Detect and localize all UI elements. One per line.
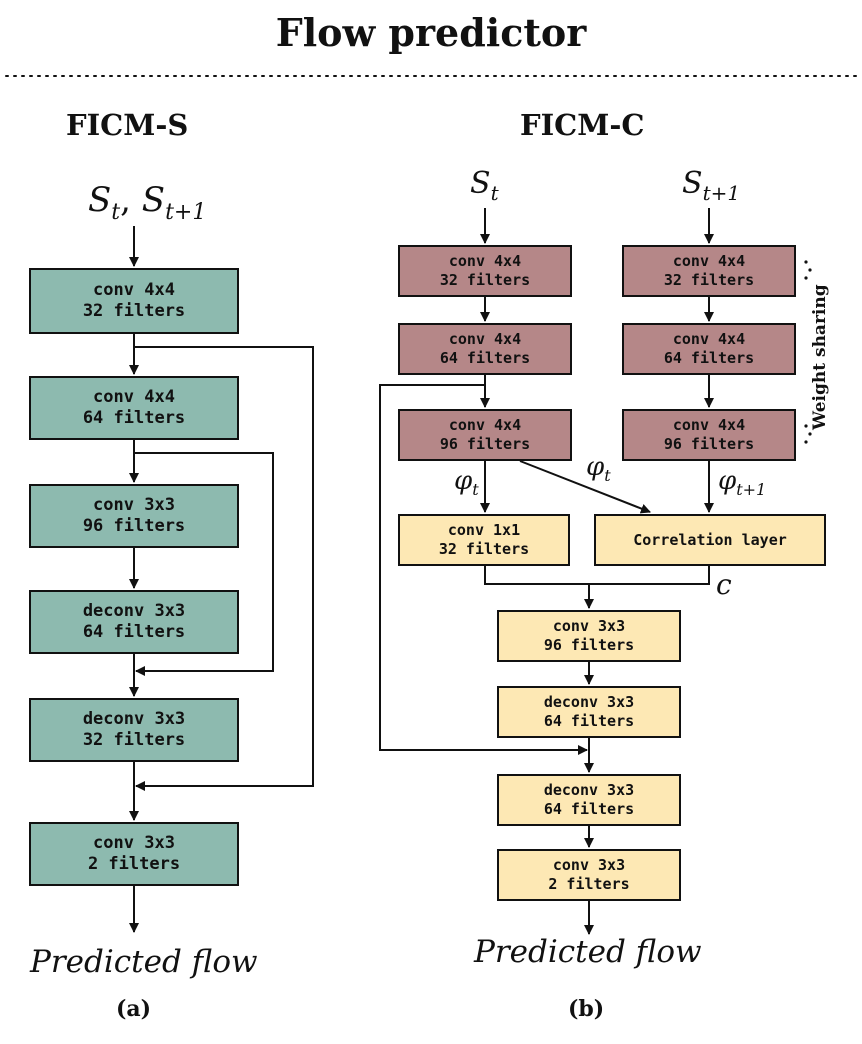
c-right-conv2-type: conv 4x4 (672, 330, 746, 349)
phi-mid-symbol: φ (586, 452, 605, 482)
c-left-conv1-type: conv 4x4 (448, 252, 522, 271)
c-dec-conv-out-type: conv 3x3 (552, 856, 626, 875)
phi-left-symbol: φ (454, 466, 473, 496)
c-dec-conv1-type: conv 3x3 (552, 617, 626, 636)
phi-mid-subscript: t (604, 466, 611, 486)
c-left-conv2-type: conv 4x4 (448, 330, 522, 349)
concat-right (589, 566, 710, 585)
c-right-conv2-filters: 64 filters (663, 349, 755, 367)
s-layer-deconv1: deconv 3x3 64 filters (29, 590, 239, 654)
phi-right-label: φt+1 (718, 466, 766, 499)
c-left-conv1-filters: 32 filters (439, 271, 531, 289)
s-layer-deconv1-filters: 64 filters (82, 622, 186, 642)
s-layer-conv-out: conv 3x3 2 filters (29, 822, 239, 886)
input-s-t1: S (141, 180, 166, 220)
phi-right-subscript: t+1 (736, 480, 767, 500)
skip-conv2-to-deconv2 (134, 452, 274, 676)
s-layer-conv3-type: conv 3x3 (93, 494, 175, 515)
c-right-conv2: conv 4x4 64 filters (622, 323, 796, 375)
panel-b-input-right: St+1 (682, 166, 740, 205)
c-dec-conv1-filters: 96 filters (543, 636, 635, 654)
c-left-conv3-filters: 96 filters (439, 435, 531, 453)
c-right-conv3: conv 4x4 96 filters (622, 409, 796, 461)
panel-a-heading: FICM-S (66, 108, 189, 142)
concat-label: c (716, 568, 732, 601)
phi-left-subscript: t (472, 480, 479, 500)
c-conv1x1-filters: 32 filters (438, 540, 530, 558)
s-layer-conv2-type: conv 4x4 (93, 386, 175, 407)
c-right-conv1: conv 4x4 32 filters (622, 245, 796, 297)
c-dec-conv-out-filters: 2 filters (548, 875, 630, 893)
c-dec-deconv2-type: deconv 3x3 (543, 781, 635, 800)
c-left-conv1: conv 4x4 32 filters (398, 245, 572, 297)
c-dec-deconv1: deconv 3x3 64 filters (497, 686, 681, 738)
c-conv1x1-type: conv 1x1 (447, 521, 521, 540)
phi-right-symbol: φ (718, 466, 737, 496)
phi-mid-label: φt (586, 452, 611, 485)
input-s-t1-subscript: t+1 (165, 199, 207, 225)
s-layer-conv3: conv 3x3 96 filters (29, 484, 239, 548)
c-dec-deconv1-filters: 64 filters (543, 712, 635, 730)
panel-b-input-left: St (470, 166, 499, 205)
input-left-subscript: t (490, 181, 499, 205)
s-layer-conv1-type: conv 4x4 (93, 279, 175, 300)
weight-sharing-dot-3 (804, 276, 808, 280)
c-right-conv1-type: conv 4x4 (672, 252, 746, 271)
s-layer-conv3-filters: 96 filters (82, 516, 186, 536)
weight-sharing-dot-4 (804, 424, 808, 428)
c-dec-deconv1-type: deconv 3x3 (543, 693, 635, 712)
skip-left-conv2-to-decoder (379, 384, 588, 755)
s-layer-deconv1-type: deconv 3x3 (82, 600, 186, 621)
input-separator: , (120, 180, 142, 220)
c-left-conv2: conv 4x4 64 filters (398, 323, 572, 375)
input-right-s: S (682, 166, 703, 201)
s-layer-deconv2: deconv 3x3 32 filters (29, 698, 239, 762)
c-right-conv3-filters: 96 filters (663, 435, 755, 453)
input-left-s: S (470, 166, 491, 201)
input-s-t: S (88, 180, 112, 220)
panel-b-caption: (b) (568, 996, 605, 1022)
weight-sharing-dot-1 (804, 260, 808, 264)
weight-sharing-dot-6 (804, 440, 808, 444)
panel-b-heading: FICM-C (520, 108, 645, 142)
page-title: Flow predictor (275, 10, 587, 55)
c-dec-deconv2: deconv 3x3 64 filters (497, 774, 681, 826)
c-dec-deconv2-filters: 64 filters (543, 800, 635, 818)
skip-conv1-to-out (134, 346, 314, 791)
s-layer-conv2-filters: 64 filters (82, 408, 186, 428)
c-right-conv3-type: conv 4x4 (672, 416, 746, 435)
input-right-subscript: t+1 (702, 181, 741, 205)
input-s-t-subscript: t (111, 199, 121, 225)
panel-a-output: Predicted flow (30, 944, 258, 980)
correlation-layer-label: Correlation layer (633, 530, 787, 549)
s-layer-conv-out-filters: 2 filters (87, 854, 181, 874)
panel-b-output: Predicted flow (474, 934, 702, 970)
s-layer-deconv2-filters: 32 filters (82, 730, 186, 750)
s-layer-conv1: conv 4x4 32 filters (29, 268, 239, 334)
s-layer-conv-out-type: conv 3x3 (93, 832, 175, 853)
c-dec-conv1: conv 3x3 96 filters (497, 610, 681, 662)
panel-a-caption: (a) (116, 996, 152, 1022)
correlation-layer: Correlation layer (594, 514, 826, 566)
phi-left-label: φt (454, 466, 479, 499)
s-layer-conv1-filters: 32 filters (82, 301, 186, 321)
arrow-left-conv3-to-correlation (519, 460, 651, 514)
c-left-conv2-filters: 64 filters (439, 349, 531, 367)
c-conv1x1: conv 1x1 32 filters (398, 514, 570, 566)
panel-a-input: St, St+1 (88, 180, 206, 225)
concat-left (484, 566, 589, 585)
s-layer-deconv2-type: deconv 3x3 (82, 708, 186, 729)
c-dec-conv-out: conv 3x3 2 filters (497, 849, 681, 901)
c-left-conv3: conv 4x4 96 filters (398, 409, 572, 461)
weight-sharing-dot-5 (808, 432, 812, 436)
c-right-conv1-filters: 32 filters (663, 271, 755, 289)
weight-sharing-dot-2 (808, 268, 812, 272)
c-left-conv3-type: conv 4x4 (448, 416, 522, 435)
s-layer-conv2: conv 4x4 64 filters (29, 376, 239, 440)
